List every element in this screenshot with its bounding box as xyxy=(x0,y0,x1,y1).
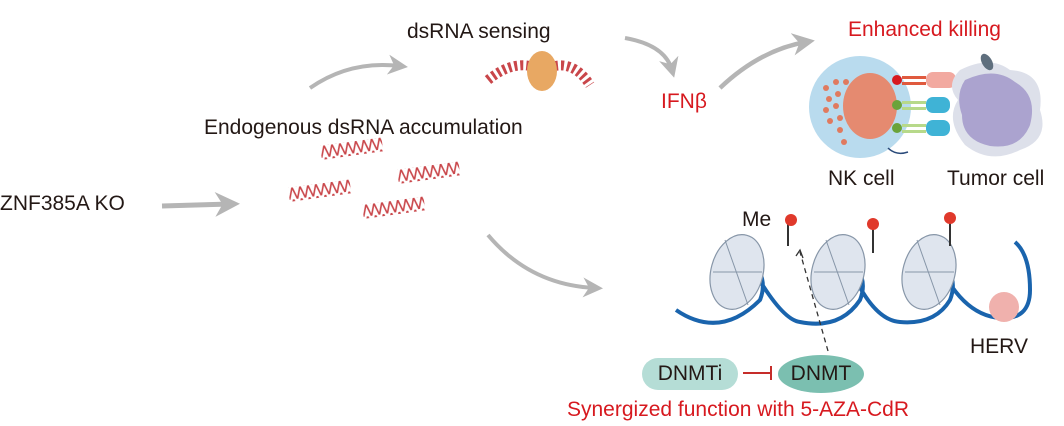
dsrna-strand xyxy=(397,161,461,184)
label-enhanced-killing: Enhanced killing xyxy=(848,18,1001,41)
dnmti-pill: DNMTi xyxy=(642,358,738,390)
dnmt-methylation-arrow xyxy=(799,251,829,352)
methyl-marks xyxy=(785,212,956,253)
inhibition-symbol xyxy=(743,366,772,380)
dsrna-strand xyxy=(320,137,384,160)
nk-granules xyxy=(823,79,849,145)
label-sensing: dsRNA sensing xyxy=(407,20,551,43)
dsrna-sensor-complex xyxy=(484,51,595,91)
label-herv: HERV xyxy=(970,335,1028,358)
sensor-protein xyxy=(527,51,557,91)
label-methyl: Me xyxy=(742,208,772,231)
receptor-ligand-pairs xyxy=(902,72,956,136)
nk-nucleus xyxy=(843,73,897,139)
chromatin xyxy=(674,212,1033,352)
dnmt-pill: DNMT xyxy=(778,355,864,393)
arrow-accumulation-to-chromatin xyxy=(486,233,603,298)
nk-cell xyxy=(809,56,911,158)
label-synergy: Synergized function with 5-AZA-CdR xyxy=(567,398,909,421)
cytotoxic-granule xyxy=(980,53,994,71)
nucleosome xyxy=(810,234,866,310)
nucleosome xyxy=(901,234,957,310)
dsrna-strands xyxy=(288,137,461,219)
dsrna-strand xyxy=(362,196,426,219)
arrow-ko-to-accumulation xyxy=(161,191,240,217)
tumor-cell xyxy=(951,53,1043,157)
nucleosome xyxy=(709,234,765,310)
label-accumulation: Endogenous dsRNA accumulation xyxy=(204,116,523,139)
arrow-accumulation-to-sensing xyxy=(308,54,408,90)
label-nk-cell: NK cell xyxy=(828,167,895,190)
arrow-ifn-to-killing xyxy=(718,33,815,90)
label-tumor-cell: Tumor cell xyxy=(947,167,1045,190)
dsrna-strand xyxy=(288,179,352,202)
label-knockout: ZNF385A KO xyxy=(0,192,125,215)
arrow-sensing-to-ifn xyxy=(624,36,679,78)
herv-element xyxy=(989,292,1019,322)
label-ifn-beta: IFNβ xyxy=(661,90,707,113)
